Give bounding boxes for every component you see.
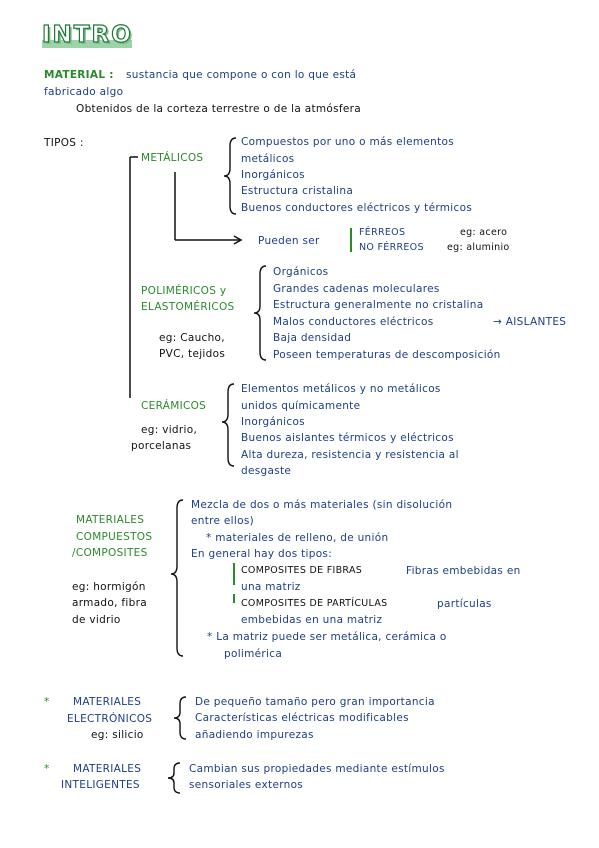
composites-example: de vidrio	[72, 614, 121, 626]
polimericos-example: PVC, tejidos	[159, 348, 226, 360]
electronicos-item: De pequeño tamaño pero gran importancia	[195, 696, 435, 708]
no-ferreos-example: eg: aluminio	[447, 242, 510, 253]
polimericos-item: Baja densidad	[273, 332, 352, 344]
metalicos-label: METÁLICOS	[141, 152, 204, 164]
composites-note: * materiales de relleno, de unión	[206, 532, 389, 544]
composites-example: eg: hormigón	[72, 581, 146, 593]
composites-example: armado, fibra	[72, 597, 147, 609]
particulas-text: partículas	[437, 598, 492, 610]
metalicos-item: Estructura cristalina	[241, 185, 354, 197]
star-icon: *	[44, 696, 50, 708]
polimericos-example: eg: Caucho,	[159, 332, 225, 344]
particulas-label: COMPOSITES DE PARTÍCULAS	[241, 598, 388, 609]
inteligentes-label: INTELIGENTES	[61, 779, 140, 791]
ferreos-label: FÉRREOS	[359, 227, 406, 238]
ceramicos-example: porcelanas	[131, 440, 192, 452]
polimericos-item: Malos conductores eléctricos	[273, 316, 434, 328]
particulas-text: embebidas en una matriz	[241, 614, 383, 626]
definition-line-2: fabricado algo	[44, 86, 124, 98]
composites-label: /COMPOSITES	[72, 547, 148, 559]
fibras-text: Fibras embebidas en	[406, 565, 521, 577]
ceramicos-item: Alta dureza, resistencia y resistencia a…	[241, 449, 459, 461]
polimericos-label: POLIMÉRICOS y	[141, 285, 227, 297]
ceramicos-item: Inorgánicos	[241, 416, 305, 428]
metalicos-item: Compuestos por uno o más elementos	[241, 136, 455, 148]
page-title: INTRO	[41, 21, 133, 48]
ceramicos-item: unidos químicamente	[241, 400, 361, 412]
ceramicos-item: Elementos metálicos y no metálicos	[241, 383, 441, 395]
polimericos-item: Grandes cadenas moleculares	[273, 283, 440, 295]
composites-label: MATERIALES	[76, 514, 145, 526]
electronicos-label: MATERIALES	[73, 696, 142, 708]
composites-note: * La matriz puede ser metálica, cerámica…	[207, 631, 447, 643]
tipos-label: TIPOS :	[44, 137, 84, 149]
inteligentes-label: MATERIALES	[73, 763, 142, 775]
ceramicos-item: desgaste	[241, 465, 292, 477]
composites-note: polimérica	[224, 648, 283, 660]
fibras-text: una matriz	[241, 581, 301, 593]
material-label: MATERIAL :	[44, 69, 114, 81]
polimericos-item: Estructura generalmente no cristalina	[273, 299, 484, 311]
composites-label: COMPUESTOS	[76, 531, 153, 543]
ceramicos-example: eg: vidrio,	[141, 424, 198, 436]
star-icon: *	[44, 763, 50, 775]
inteligentes-item: Cambian sus propiedades mediante estímul…	[189, 763, 445, 775]
ceramicos-label: CERÁMICOS	[141, 400, 207, 412]
ferreos-example: eg: acero	[460, 227, 508, 238]
metalicos-item: Buenos conductores eléctricos y térmicos	[241, 202, 473, 214]
ceramicos-item: Buenos aislantes térmicos y eléctricos	[241, 432, 454, 444]
definition-line-3: Obtenidos de la corteza terrestre o de l…	[76, 103, 362, 115]
electronicos-example: eg: silicio	[91, 729, 144, 741]
electronicos-item: añadiendo impurezas	[195, 729, 314, 741]
pueden-ser-label: Pueden ser	[258, 235, 320, 247]
electronicos-item: Características eléctricas modificables	[195, 712, 409, 724]
composites-line: entre ellos)	[191, 515, 255, 527]
polimericos-item: Orgánicos	[273, 266, 329, 278]
composites-line: En general hay dos tipos:	[191, 548, 333, 560]
inteligentes-item: sensoriales externos	[189, 779, 304, 791]
electronicos-label: ELECTRÓNICOS	[67, 713, 153, 725]
composites-line: Mezcla de dos o más materiales (sin diso…	[191, 499, 453, 511]
fibras-label: COMPOSITES DE FIBRAS	[241, 565, 363, 576]
metalicos-item: metálicos	[241, 153, 295, 165]
definition-line-1: sustancia que compone o con lo que está	[126, 69, 357, 81]
no-ferreos-label: NO FÉRREOS	[359, 242, 424, 253]
elastomericos-label: ELASTOMÉRICOS	[141, 301, 235, 313]
metalicos-item: Inorgánicos	[241, 169, 305, 181]
polimericos-item: Poseen temperaturas de descomposición	[273, 349, 501, 361]
aislantes-label: → AISLANTES	[493, 316, 567, 328]
